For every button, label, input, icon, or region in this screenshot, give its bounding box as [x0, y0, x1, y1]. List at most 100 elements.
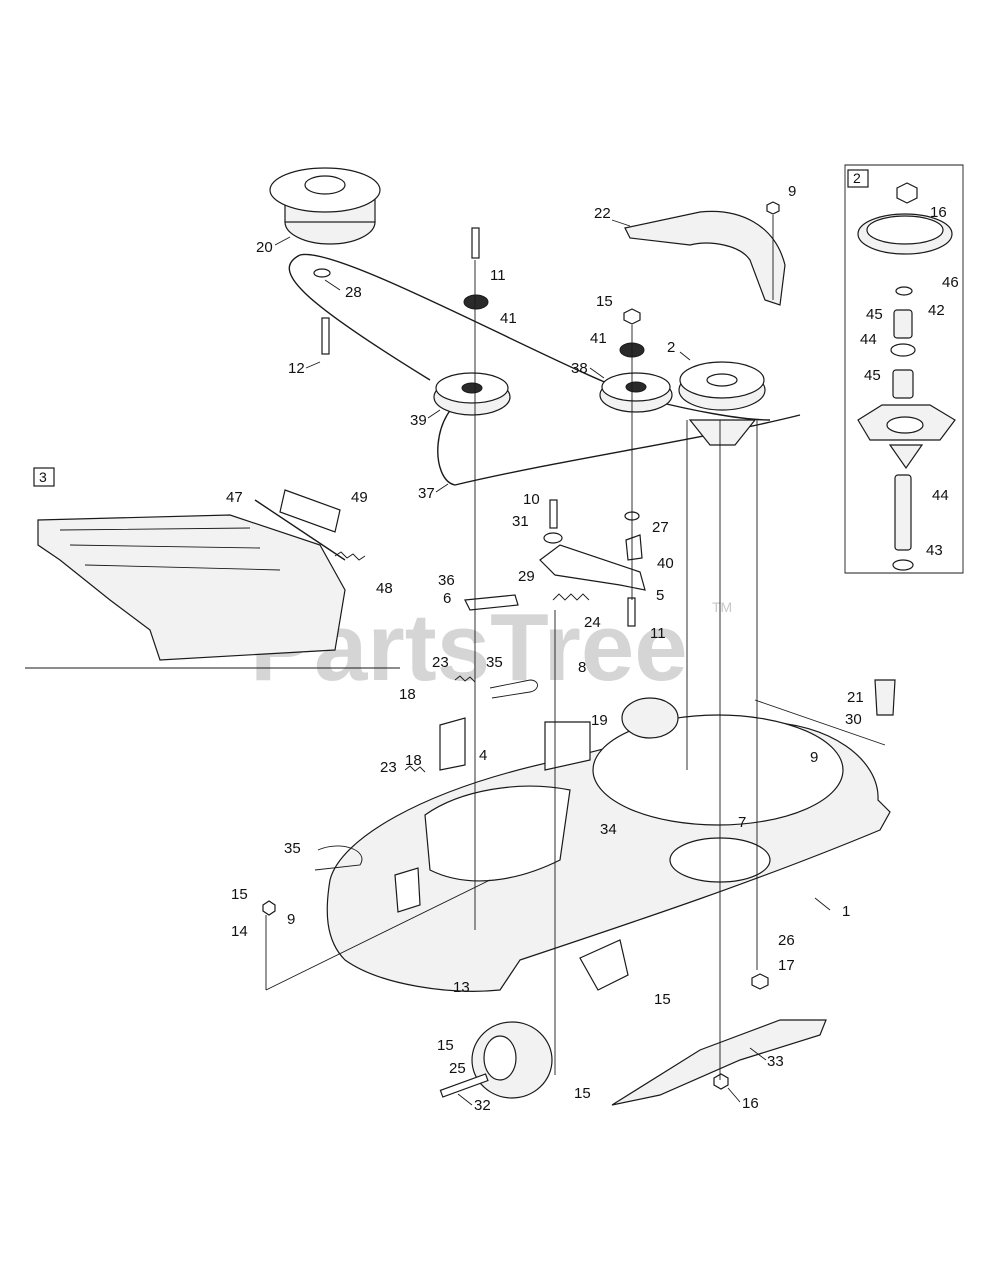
callout-1: 1 [842, 903, 850, 920]
callout-33: 33 [767, 1053, 784, 1070]
rod-35b [314, 845, 363, 871]
spindle-pulley [678, 361, 766, 446]
callout-45: 45 [864, 367, 881, 384]
callout-15: 15 [596, 293, 613, 310]
callout-25: 25 [449, 1060, 466, 1077]
callout-21: 21 [847, 689, 864, 706]
inset-box-2-label: 2 [853, 170, 861, 186]
callout-10: 10 [523, 491, 540, 508]
idler-arm [539, 544, 646, 591]
callout-43: 43 [926, 542, 943, 559]
callout-12: 12 [288, 360, 305, 377]
callout-13: 13 [453, 979, 470, 996]
callout-19: 19 [591, 712, 608, 729]
callout-44: 44 [860, 331, 877, 348]
callout-27: 27 [652, 519, 669, 536]
callout-15: 15 [654, 991, 671, 1008]
callout-leaders [274, 219, 831, 1106]
callout-30: 30 [845, 711, 862, 728]
callout-9: 9 [810, 749, 818, 766]
grease-fitting-21 [874, 679, 896, 716]
callout-36: 36 [438, 572, 455, 589]
callout-22: 22 [594, 205, 611, 222]
nut-17 [751, 973, 769, 990]
callout-11: 11 [650, 625, 666, 642]
callout-2: 2 [667, 339, 675, 356]
callout-23: 23 [380, 759, 397, 776]
callout-4: 4 [479, 747, 487, 764]
callout-38: 38 [571, 360, 588, 377]
callout-41: 41 [590, 330, 607, 347]
callout-6: 6 [443, 590, 451, 607]
bracket-4 [439, 717, 466, 771]
inset-box-2-tag [847, 169, 869, 188]
mower-blade [611, 1019, 827, 1106]
callout-31: 31 [512, 513, 529, 530]
callout-7: 7 [738, 814, 746, 831]
callout-45: 45 [866, 306, 883, 323]
callout-46: 46 [942, 274, 959, 291]
inset-box-3: 3 [25, 467, 400, 669]
callout-15: 15 [574, 1085, 591, 1102]
callout-15: 15 [437, 1037, 454, 1054]
washer-31 [543, 532, 563, 544]
callout-18: 18 [399, 686, 416, 703]
callout-16: 16 [930, 204, 947, 221]
callout-18: 18 [405, 752, 422, 769]
callout-42: 42 [928, 302, 945, 319]
bolt-11a [471, 227, 480, 259]
nut-15b [262, 900, 276, 916]
deck-belt-cover [424, 785, 571, 882]
callout-35: 35 [486, 654, 503, 671]
callout-9: 9 [287, 911, 295, 928]
callout-37: 37 [418, 485, 435, 502]
bolt-32 [439, 1073, 489, 1098]
nut-15a [623, 308, 641, 325]
callout-15: 15 [231, 886, 248, 903]
callout-48: 48 [376, 580, 393, 597]
spring-24 [552, 593, 590, 601]
callout-49: 49 [351, 489, 368, 506]
spring-23a [454, 675, 476, 683]
bolt-10 [549, 499, 558, 529]
idler-pulley-right [599, 372, 673, 413]
bracket-6 [464, 594, 519, 611]
inset-box-3-tag [33, 467, 55, 487]
bolt-12 [321, 317, 330, 355]
bracket-mount [579, 939, 629, 991]
callout-11: 11 [490, 267, 506, 284]
spring-23b [404, 765, 426, 773]
callout-5: 5 [656, 587, 664, 604]
callout-44: 44 [932, 487, 949, 504]
callout-20: 20 [256, 239, 273, 256]
callout-8: 8 [578, 659, 586, 676]
callout-labels: 9 16 22 20 11 28 41 15 41 2 46 42 45 44 … [226, 183, 959, 1114]
bracket-18b [394, 867, 421, 913]
pto-clutch [269, 167, 381, 278]
callout-28: 28 [345, 284, 362, 301]
callout-9: 9 [788, 183, 796, 200]
callout-23: 23 [432, 654, 449, 671]
bolt-11b [627, 597, 636, 627]
assembly-axis-lines [265, 215, 886, 1080]
inset-box-2: 2 [844, 164, 964, 574]
callout-17: 17 [778, 957, 795, 974]
callout-35: 35 [284, 840, 301, 857]
callout-29: 29 [518, 568, 535, 585]
idler-pulley-left [433, 372, 511, 416]
callout-41: 41 [500, 310, 517, 327]
callout-16: 16 [742, 1095, 759, 1112]
inset-box-3-label: 3 [39, 469, 47, 485]
callout-40: 40 [657, 555, 674, 572]
watermark-trademark: TM [712, 599, 732, 615]
callout-26: 26 [778, 932, 795, 949]
gauge-wheel-front-hub [483, 1035, 517, 1081]
callout-14: 14 [231, 923, 248, 940]
bearing-41a [463, 294, 489, 310]
gauge-wheel-rear [621, 697, 679, 739]
callout-24: 24 [584, 614, 601, 631]
deck-spindle-well [592, 714, 844, 826]
callout-34: 34 [600, 821, 617, 838]
callout-32: 32 [474, 1097, 491, 1114]
